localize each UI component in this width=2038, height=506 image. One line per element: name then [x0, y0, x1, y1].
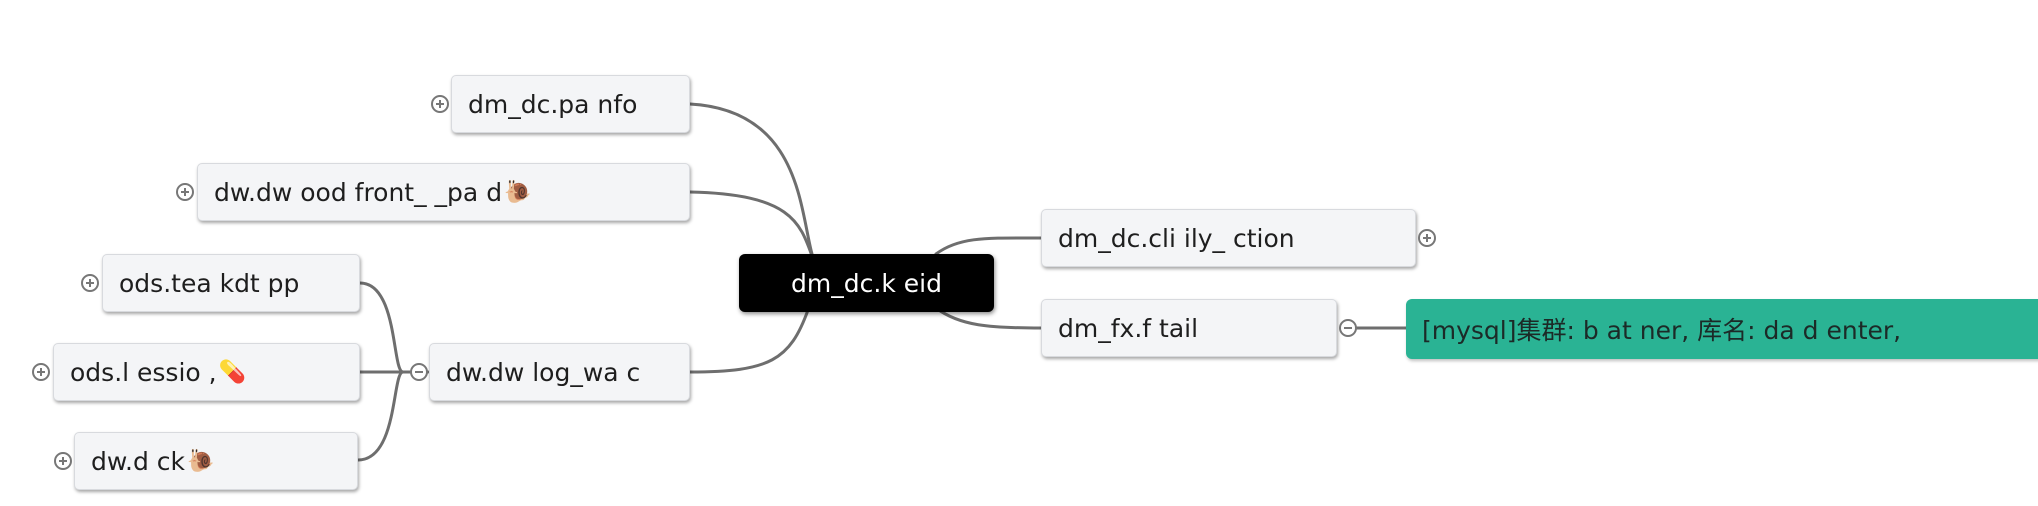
connector-root-to-n4	[934, 236, 1043, 256]
connector-n3-to-n3c	[356, 370, 405, 462]
node-label: dw.dw ood front_ _pa d	[214, 177, 503, 207]
snail-icon: 🐌	[187, 448, 215, 474]
node-label: dm_dc.pa nfo	[468, 89, 638, 119]
expand-toggle-n3a[interactable]	[81, 274, 99, 292]
node-label: dw.dw log_wa c	[446, 357, 641, 387]
note-text: [mysql]集群: b at ner, 库名: da d enter,	[1422, 316, 1902, 345]
connector-root-to-n3	[688, 308, 810, 374]
expand-toggle-n2[interactable]	[176, 183, 194, 201]
mind-map-node-n3a[interactable]: ods.tea kdt pp	[102, 254, 360, 312]
mind-map-node-n4[interactable]: dm_dc.cli ily_ ction	[1041, 209, 1416, 267]
node-label: dm_dc.cli ily_ ction	[1058, 223, 1295, 253]
connector-root-to-n2	[688, 190, 814, 258]
mind-map-node-n3[interactable]: dw.dw log_wa c	[429, 343, 690, 401]
mind-map-node-n1[interactable]: dm_dc.pa nfo	[451, 75, 690, 133]
note-callout[interactable]: [mysql]集群: b at ner, 库名: da d enter,	[1406, 299, 2038, 359]
connector-root-to-n5	[934, 306, 1043, 330]
expand-toggle-n3c[interactable]	[54, 452, 72, 470]
connector-n3-to-n3a	[358, 281, 405, 374]
mind-map-node-n2[interactable]: dw.dw ood front_ _pa d 🐌	[197, 163, 690, 221]
expand-toggle-n1[interactable]	[431, 95, 449, 113]
collapse-toggle-n5[interactable]	[1339, 319, 1357, 337]
expand-toggle-n4[interactable]	[1418, 229, 1436, 247]
connector-root-to-n1	[688, 102, 814, 256]
mind-map-node-n3b[interactable]: ods.l essio , 💊	[53, 343, 360, 401]
mind-map-root-node[interactable]: dm_dc.k eid	[739, 254, 994, 312]
snail-icon: 🐌	[504, 179, 532, 205]
expand-toggle-n3b[interactable]	[32, 363, 50, 381]
node-label: ods.tea kdt pp	[119, 268, 300, 298]
node-label: ods.l essio ,	[70, 357, 217, 387]
node-label: dw.d ck	[91, 446, 186, 476]
mind-map-node-n5[interactable]: dm_fx.f tail	[1041, 299, 1337, 357]
collapse-toggle-n3[interactable]	[410, 363, 428, 381]
node-label: dm_fx.f tail	[1058, 313, 1199, 343]
root-label: dm_dc.k eid	[791, 268, 942, 298]
pill-icon: 💊	[218, 359, 247, 385]
mind-map-node-n3c[interactable]: dw.d ck 🐌	[74, 432, 358, 490]
